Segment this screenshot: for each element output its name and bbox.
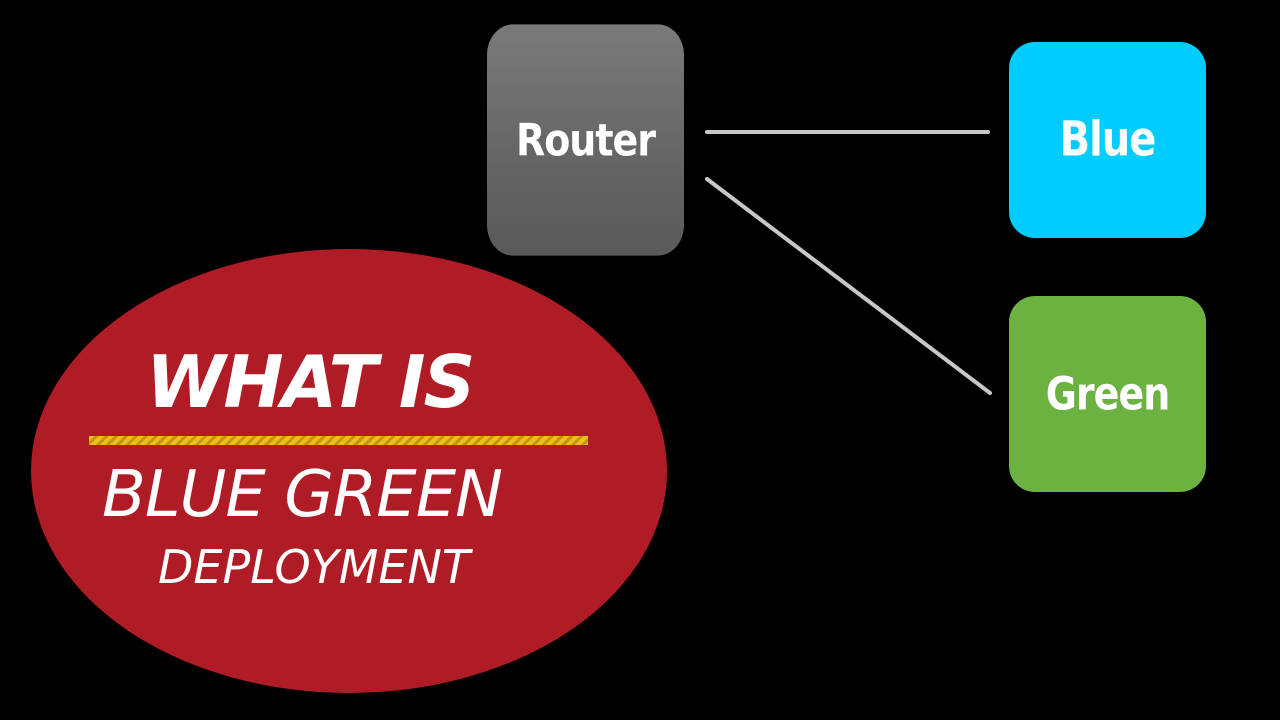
green-node: Green — [1009, 296, 1206, 492]
title-blue-green: BLUE GREEN — [102, 458, 503, 532]
title-deployment: DEPLOYMENT — [158, 540, 471, 594]
title-divider — [89, 436, 588, 445]
router-label: Router — [515, 114, 656, 166]
title-what-is: WHAT IS — [146, 340, 475, 424]
title-badge — [31, 249, 667, 693]
blue-node: Blue — [1009, 42, 1206, 238]
edge-router-to-green — [705, 177, 992, 395]
green-label: Green — [1045, 367, 1171, 421]
router-node: Router — [487, 24, 684, 256]
blue-label: Blue — [1059, 112, 1157, 168]
